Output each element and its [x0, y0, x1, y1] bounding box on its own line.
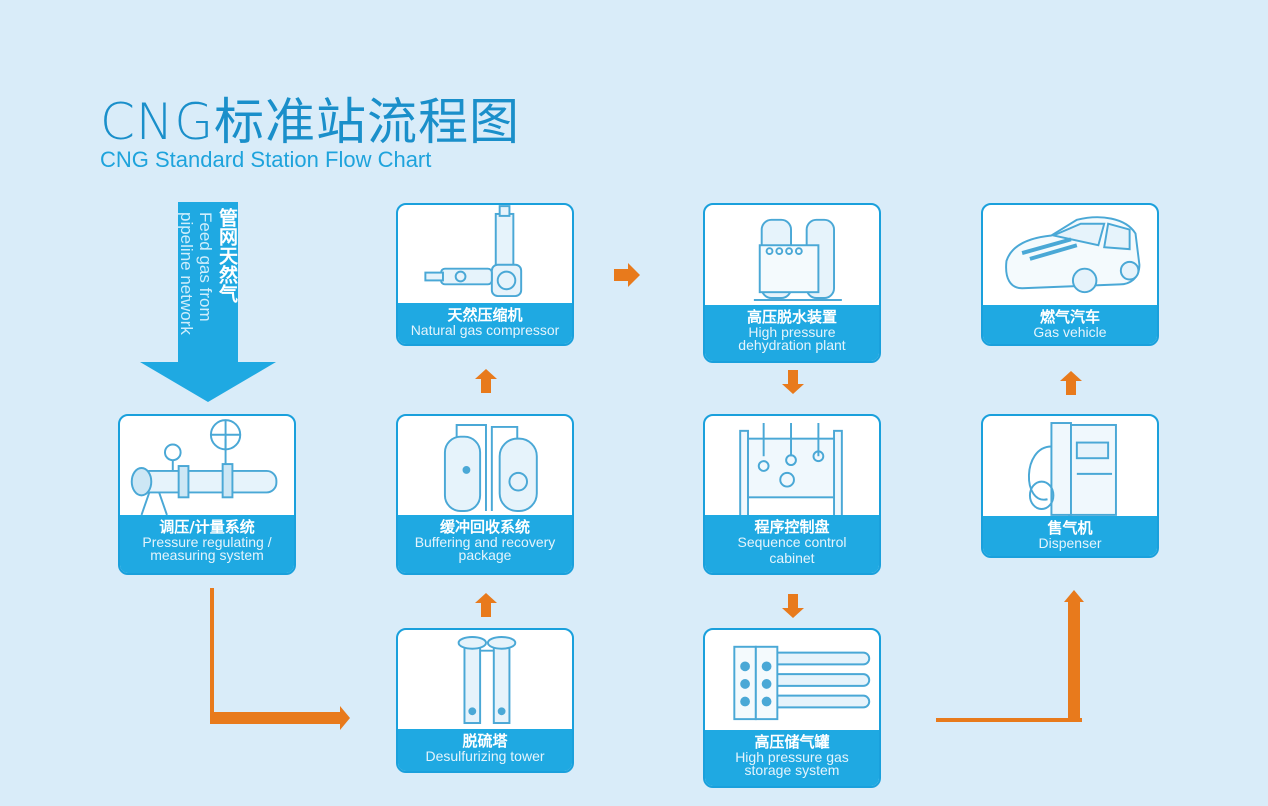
- node-label-cn: 脱硫塔: [462, 732, 508, 750]
- node-label-cn: 天然压缩机: [447, 306, 523, 324]
- node-label-cn: 调压/计量系统: [159, 518, 255, 536]
- feed-gas-arrow: [140, 202, 276, 402]
- node-label-cn: 高压脱水装置: [746, 308, 837, 326]
- node-label-cn: 高压储气罐: [754, 733, 830, 751]
- flow-arrow-down-icon: [782, 594, 804, 618]
- node-desulfurizing-tower: 脱硫塔 Desulfurizing tower: [396, 628, 574, 773]
- node-label-en: Natural gas compressor: [410, 322, 560, 338]
- page-title: CNG标准站流程图: [100, 93, 521, 151]
- control-cabinet-icon: [739, 423, 843, 519]
- compressor-icon: [424, 205, 523, 298]
- node-label-en: High pressure: [748, 324, 836, 340]
- flow-arrow-regulating-to-desulfurizing: [210, 588, 350, 730]
- node-gas-vehicle: 燃气汽车 Gas vehicle: [981, 203, 1159, 346]
- storage-cylinders-icon: [733, 645, 871, 721]
- flow-arrow-storage-to-dispenser: [936, 590, 1084, 722]
- node-label-en: Dispenser: [1038, 535, 1102, 551]
- node-label-en: Buffering and recovery: [414, 534, 556, 550]
- node-label-en: package: [458, 547, 512, 563]
- node-label-cn: 缓冲回收系统: [439, 518, 530, 536]
- desulfurizing-tower-icon: [457, 636, 517, 724]
- node-label-en: cabinet: [769, 550, 815, 566]
- flow-arrow-up-icon: [1060, 371, 1082, 395]
- node-label-cn: 售气机: [1047, 519, 1093, 537]
- flow-arrow-right-icon: [614, 263, 640, 287]
- feed-gas-label-cn: 管网天然气: [216, 208, 238, 303]
- node-storage-system: 高压储气罐 High pressure gas storage system: [703, 628, 881, 788]
- node-label-en: Desulfurizing tower: [425, 748, 545, 764]
- pipe-valve-icon: [130, 419, 278, 516]
- feed-gas-label-en-1: Feed gas from: [196, 212, 215, 322]
- node-label-cn: 燃气汽车: [1039, 308, 1100, 326]
- node-natural-gas-compressor: 天然压缩机 Natural gas compressor: [396, 203, 574, 346]
- page-subtitle: CNG Standard Station Flow Chart: [100, 147, 432, 172]
- flow-arrow-down-icon: [782, 370, 804, 394]
- node-label-en: measuring system: [150, 547, 264, 563]
- flow-arrow-up-icon: [475, 593, 497, 617]
- node-label-en: storage system: [744, 762, 840, 778]
- node-sequence-control-cabinet: 程序控制盘 Sequence control cabinet: [703, 414, 881, 575]
- node-label-en: High pressure gas: [735, 749, 849, 765]
- car-icon: [1005, 216, 1141, 294]
- node-label-en: Gas vehicle: [1033, 324, 1107, 340]
- dispenser-icon: [1028, 422, 1117, 516]
- node-label-en: Pressure regulating /: [142, 534, 272, 550]
- node-pressure-regulating: 调压/计量系统 Pressure regulating / measuring …: [118, 414, 296, 575]
- dehydration-plant-icon: [753, 218, 842, 301]
- node-label-en: dehydration plant: [738, 337, 846, 353]
- buffer-tanks-icon: [443, 424, 538, 512]
- node-label-en: Sequence control: [737, 534, 847, 550]
- node-buffering-recovery: 缓冲回收系统 Buffering and recovery package: [396, 414, 574, 575]
- node-dispenser: 售气机 Dispenser: [981, 414, 1159, 558]
- node-dehydration-plant: 高压脱水装置 High pressure dehydration plant: [703, 203, 881, 363]
- feed-gas-label-en-2: pipeline network: [177, 212, 196, 335]
- flow-arrow-up-icon: [475, 369, 497, 393]
- node-label-cn: 程序控制盘: [754, 518, 830, 536]
